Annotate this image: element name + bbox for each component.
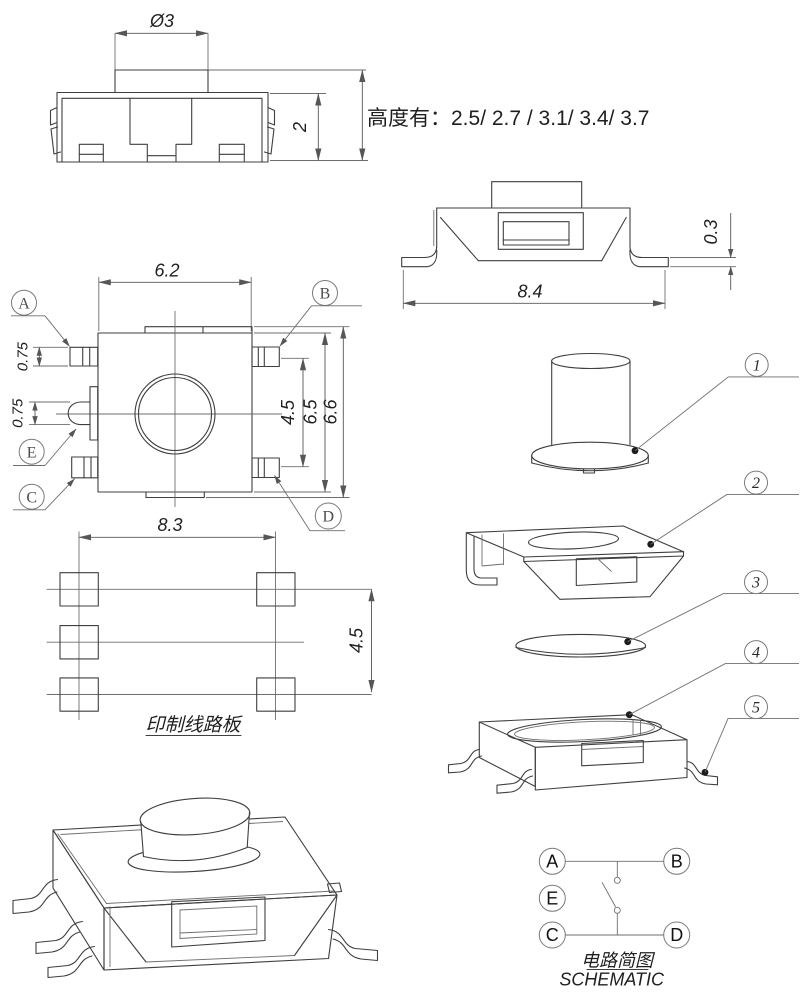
part-1-label: 1	[753, 357, 761, 374]
lead-3d-front-left	[47, 945, 96, 979]
pcb-caption: 印制线路板	[145, 715, 243, 736]
part-2-label: 2	[752, 475, 760, 492]
exploded-part-button: 1	[531, 352, 799, 474]
dim-width-label: 8.4	[517, 282, 542, 302]
lead-3d-right	[327, 928, 379, 962]
dim-lead-thickness-label: 0.3	[701, 219, 721, 244]
terminal-c-label: C	[26, 489, 37, 506]
front-view: Ø3 2 高度有：2.5/ 2.7 / 3.1/ 3.4/ 3.7	[49, 11, 649, 163]
schematic-caption-en: SCHEMATIC	[559, 970, 665, 990]
part-4-label: 4	[752, 645, 760, 662]
terminal-b-label: B	[320, 286, 331, 303]
schematic-caption-cn: 电路简图	[581, 951, 656, 971]
dim-overall-width-label: 6.6	[321, 399, 341, 425]
lead-3d-back-left	[12, 878, 59, 915]
pad-top-right	[256, 572, 296, 607]
lead-b	[251, 346, 280, 368]
button-circle-inner	[137, 376, 213, 452]
terminal-d-label: D	[323, 509, 335, 526]
dim-center-lead-width-label: 0.75	[10, 398, 27, 428]
dim-body-width-label: 6.5	[301, 399, 321, 425]
height-options-note: 高度有：2.5/ 2.7 / 3.1/ 3.4/ 3.7	[367, 107, 649, 130]
pad-bottom-left	[59, 677, 99, 712]
pad-bottom-right	[256, 677, 296, 712]
button-top-3d	[139, 797, 251, 836]
button-circle-outer	[134, 373, 216, 455]
schematic-terminal-b: B	[671, 851, 683, 871]
dim-diameter-label: Ø3	[149, 11, 174, 31]
exploded-view: 1 2 3	[447, 352, 799, 794]
terminal-a-label: A	[18, 295, 30, 312]
dim-pad-height-label: 4.5	[347, 627, 367, 653]
part-3-label: 3	[751, 575, 760, 592]
right-gull-lead	[629, 246, 669, 268]
lead-c	[71, 456, 99, 479]
isometric-view	[12, 797, 379, 979]
exploded-part-base: 4 5	[447, 640, 799, 794]
top-view: 6.2 0.75 0.75 4.5 6	[10, 261, 362, 532]
part-5-lead	[683, 760, 719, 786]
left-gull-lead	[401, 246, 438, 268]
plunger-outline	[129, 97, 193, 163]
pad-top-left	[59, 572, 99, 607]
dim-top-width-label: 6.2	[154, 261, 179, 281]
dim-body-height-label: 2	[290, 122, 310, 133]
right-side-tab	[263, 106, 276, 155]
schematic-terminal-a: A	[546, 851, 558, 871]
lead-3d-mid-left	[35, 920, 84, 955]
left-side-tab	[49, 106, 62, 155]
lead-d	[251, 457, 280, 479]
exploded-part-membrane: 3	[515, 570, 799, 658]
dim-lead-span-label: 4.5	[278, 399, 298, 425]
schematic-terminal-c: C	[546, 925, 559, 945]
pcb-layout: 8.3 4.5 印制线路板	[46, 515, 375, 737]
side-view: 0.3 8.4	[401, 181, 736, 309]
part-5-label: 5	[752, 700, 760, 717]
side-button	[491, 181, 583, 209]
lead-a	[69, 346, 99, 367]
switch-body-front	[56, 91, 269, 163]
switch-lever	[601, 882, 616, 908]
schematic-terminal-d: D	[670, 925, 683, 945]
exploded-part-cover: 2	[465, 470, 799, 600]
schematic: A B E C D 电路简图 SCHEMATIC	[538, 847, 691, 990]
schematic-terminal-e: E	[546, 888, 558, 908]
pad-middle-left	[59, 625, 99, 660]
lead-e-bump	[67, 401, 91, 426]
terminal-e-label: E	[27, 444, 37, 461]
dim-lead-width-label: 0.75	[15, 341, 32, 371]
dim-pad-span-label: 8.3	[157, 515, 182, 535]
